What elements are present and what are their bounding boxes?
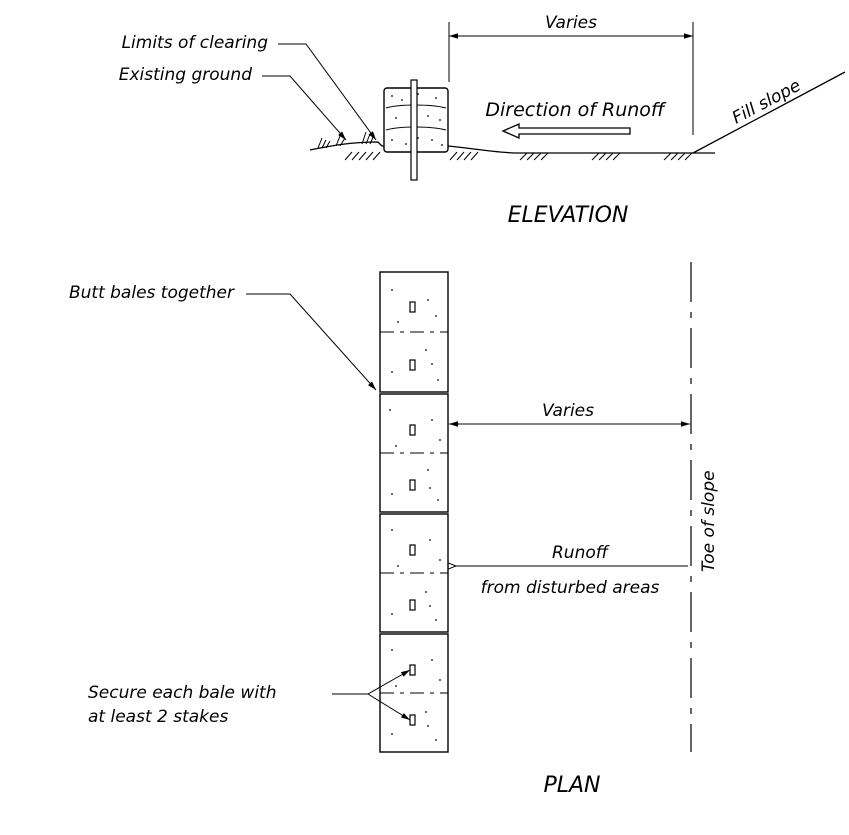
plan-title: PLAN [543,773,600,798]
label-limits-of-clearing: Limits of clearing [122,33,269,53]
leader-limits-of-clearing [278,43,377,141]
elevation-view: Varies Direction of Runoff Fill slope Li… [119,13,846,228]
label-butt-bales-together: Butt bales together [69,283,235,303]
runoff-direction-arrow [501,123,631,139]
bale-plan-1 [379,271,449,393]
plan-view: Toe of slope Varies Runoff from disturbe… [69,262,719,798]
label-varies-elevation: Varies [545,13,597,33]
bale-plan-4 [379,633,449,753]
elevation-title: ELEVATION [508,203,629,228]
label-direction-of-runoff: Direction of Runoff [485,99,667,121]
bale-plan-2 [379,393,449,513]
fill-slope-line [692,71,846,154]
label-secure-line1: Secure each bale with [88,683,277,703]
leader-butt-bales [246,293,377,391]
bale-stipple [389,289,441,741]
bale-plan-3 [379,513,449,633]
label-from-disturbed-areas: from disturbed areas [481,578,660,598]
stake-elevation [410,79,418,181]
ground-hatching [344,151,693,161]
ground-line [309,141,715,154]
label-toe-of-slope: Toe of slope [699,470,719,572]
label-fill-slope: Fill slope [729,76,804,129]
label-secure-line2: at least 2 stakes [88,707,228,727]
label-runoff: Runoff [552,543,610,563]
leader-secure-stake-lower [367,693,411,721]
grass-tufts [317,131,375,149]
label-varies-plan: Varies [542,401,594,421]
leader-existing-ground [262,75,347,141]
label-existing-ground: Existing ground [119,65,252,85]
